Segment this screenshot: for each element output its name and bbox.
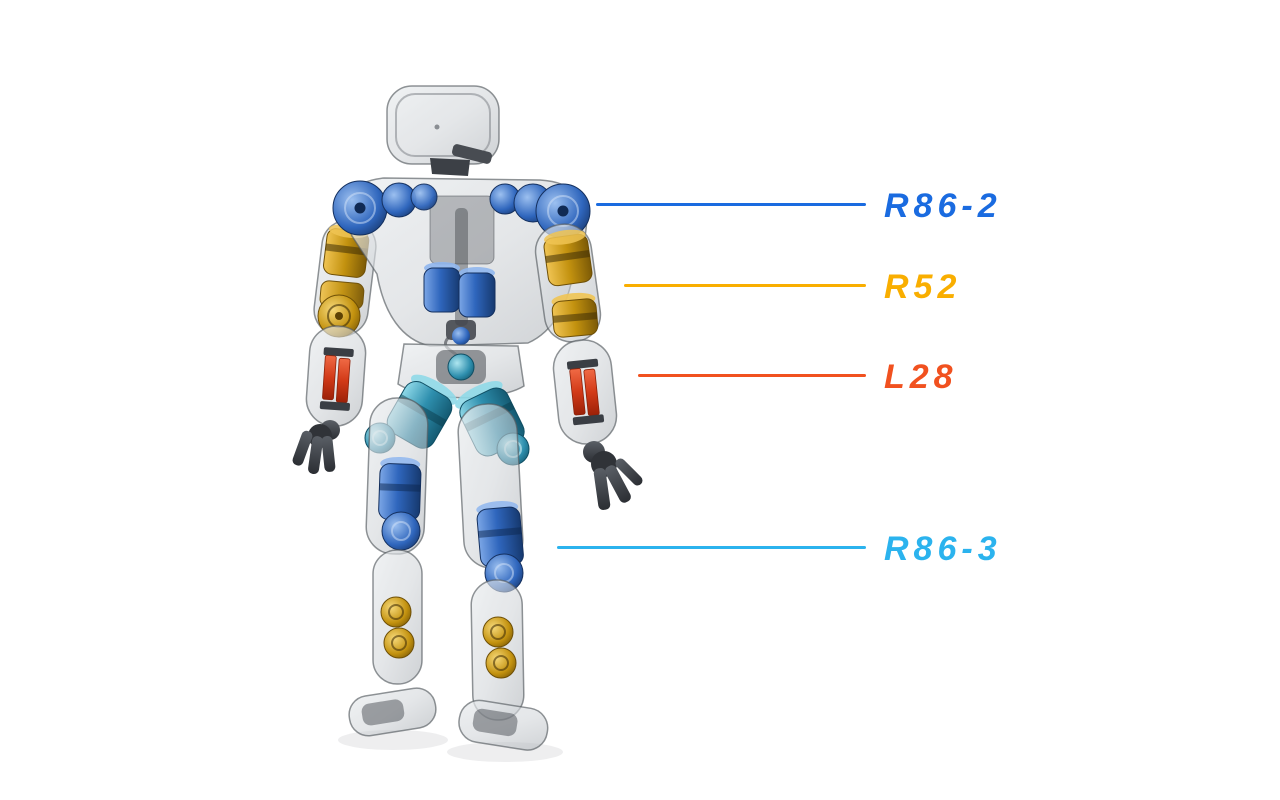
- right-hand: [591, 451, 643, 510]
- callout-label-r86-2: R86-2: [884, 187, 1002, 225]
- callout-label-r86-3: R86-3: [884, 530, 1002, 568]
- leader-line-r52: [624, 284, 866, 287]
- leader-line-r86-2: [596, 203, 866, 206]
- knee-actuator-blue-left: [378, 456, 422, 521]
- left-hand: [292, 424, 336, 475]
- right-arm: [534, 223, 643, 510]
- leader-line-l28: [638, 374, 866, 377]
- elbow-actuator-gold-right: [551, 292, 599, 338]
- ankle-actuators-gold-left: [380, 596, 415, 659]
- callout-label-r52: R52: [884, 268, 962, 306]
- forearm-actuator-red-left: [319, 347, 354, 411]
- ankle-actuators-gold-right: [482, 616, 517, 679]
- knee-actuator-blue-right: [476, 500, 524, 568]
- right-foot: [458, 699, 549, 751]
- left-foot: [348, 687, 437, 737]
- callout-label-l28: L28: [884, 358, 958, 396]
- waist-actuators-blue: [423, 262, 496, 345]
- shoulder-actuators-blue: [332, 180, 591, 239]
- right-leg: [457, 403, 549, 751]
- upper-arm-actuator-gold-right: [543, 229, 593, 287]
- left-leg: [348, 397, 437, 737]
- head: [386, 85, 500, 176]
- forearm-actuator-red-right: [566, 358, 605, 426]
- leader-line-r86-3: [557, 546, 866, 549]
